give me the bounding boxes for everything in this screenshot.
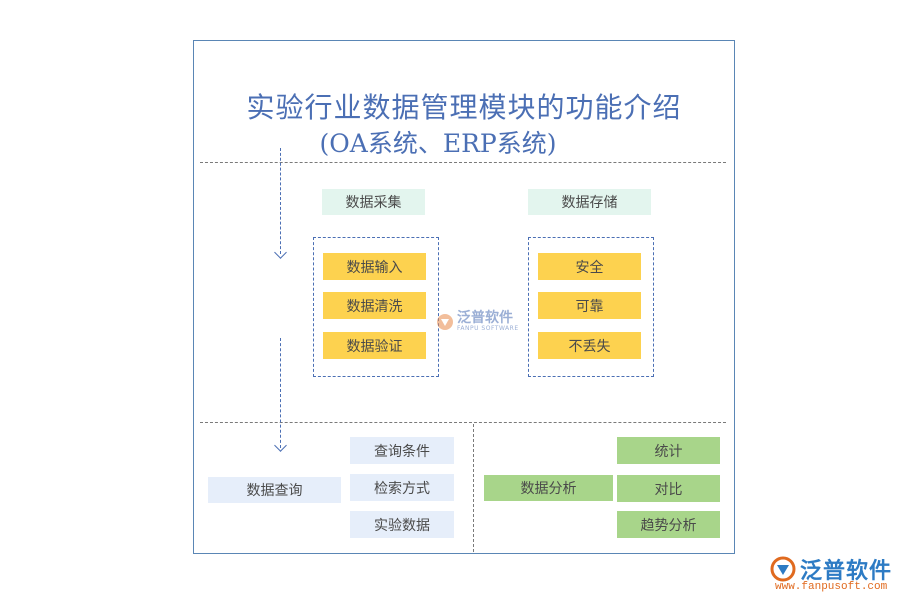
analysis-item-trend: 趋势分析 <box>617 511 720 538</box>
storage-item-reliable: 可靠 <box>538 292 641 319</box>
brand-logo-text: 泛普软件 <box>800 559 893 584</box>
storage-group <box>528 237 654 377</box>
diagram-frame <box>193 40 735 554</box>
storage-header: 数据存储 <box>528 189 651 215</box>
separator-middle <box>200 422 726 423</box>
watermark-text: 泛普软件 <box>457 310 513 326</box>
watermark-subtext: FANPU SOFTWARE <box>457 325 519 332</box>
brand-logo-icon <box>770 556 796 582</box>
analysis-item-comparison: 对比 <box>617 475 720 502</box>
diagram-subtitle: (OA系统、ERP系统) <box>319 129 557 158</box>
collection-item-validation: 数据验证 <box>323 332 426 359</box>
query-item-conditions: 查询条件 <box>350 437 454 464</box>
brand-logo-url[interactable]: www.fanpusoft.com <box>775 581 888 593</box>
query-item-experiment-data: 实验数据 <box>350 511 454 538</box>
collection-item-cleaning: 数据清洗 <box>323 292 426 319</box>
flow-arrow-1-line <box>280 148 281 254</box>
query-label: 数据查询 <box>208 477 341 503</box>
brand-logo: 泛普软件 <box>770 553 892 585</box>
separator-vertical <box>473 424 474 552</box>
watermark-logo-icon <box>437 313 453 330</box>
analysis-label: 数据分析 <box>484 475 613 501</box>
query-item-retrieval: 检索方式 <box>350 474 454 501</box>
flow-arrow-2-line <box>280 338 281 448</box>
diagram-title: 实验行业数据管理模块的功能介绍 <box>246 91 682 124</box>
watermark: 泛普软件 FANPU SOFTWARE <box>436 311 519 332</box>
collection-header: 数据采集 <box>322 189 425 215</box>
collection-item-input: 数据输入 <box>323 253 426 280</box>
collection-group <box>313 237 439 377</box>
analysis-item-statistics: 统计 <box>617 437 720 464</box>
storage-item-no-loss: 不丢失 <box>538 332 641 359</box>
storage-item-secure: 安全 <box>538 253 641 280</box>
separator-top <box>200 162 726 163</box>
